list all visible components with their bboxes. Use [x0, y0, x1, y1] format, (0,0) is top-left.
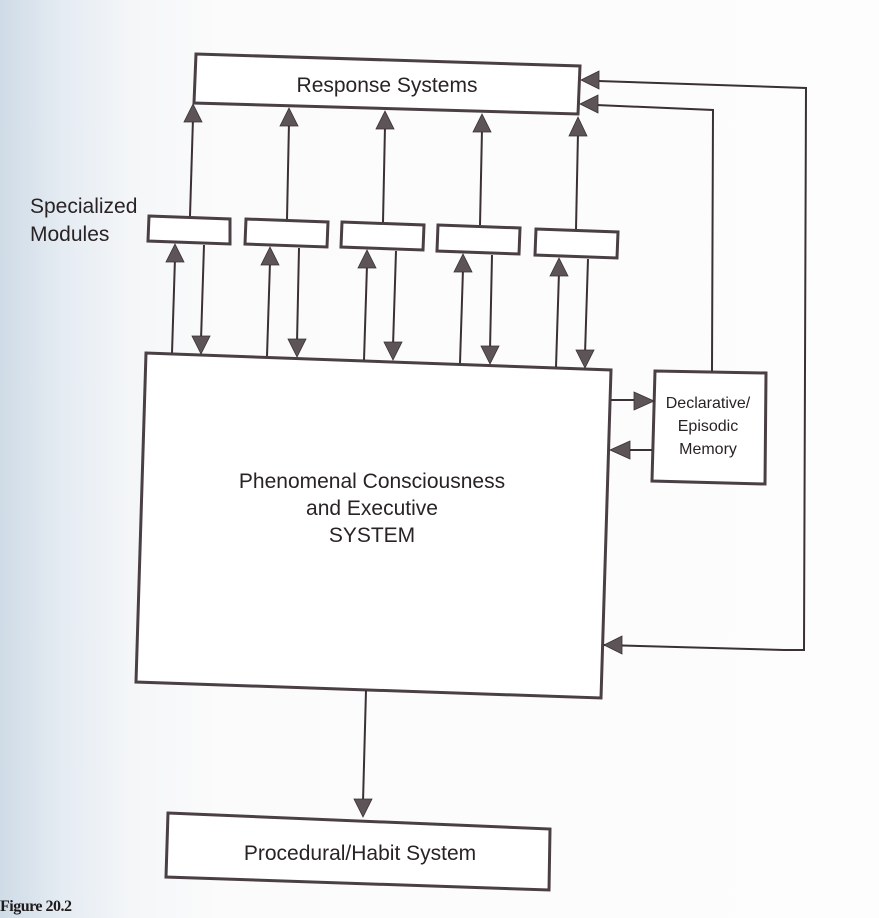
arrow-module-1-to-core [200, 244, 205, 341]
arrow-module-5-to-core [584, 258, 589, 355]
core-system-label-line2: and Executive [306, 497, 438, 520]
arrowhead-up-icon [165, 243, 185, 263]
arrow-module-1-up [189, 117, 194, 217]
module-box-4 [435, 223, 522, 256]
arrow-module-4-to-core [489, 254, 493, 351]
arrowhead-left-icon [579, 94, 599, 114]
arrowhead-right-icon [633, 391, 655, 411]
arrowhead-up-icon [279, 107, 299, 127]
arrow-module-4-up [479, 128, 483, 226]
arrow-core-to-module-3 [363, 264, 368, 361]
core-to-procedural-arrow [353, 689, 373, 818]
arrowhead-up-icon [375, 110, 395, 130]
procedural-system-box [164, 811, 552, 892]
arrowhead-up-icon [357, 249, 377, 269]
memory-label-line2: Episodic [678, 418, 738, 435]
arrowhead-up-icon [183, 103, 203, 123]
arrowhead-left-icon [609, 440, 631, 460]
arrow-module-2-to-core [296, 247, 300, 344]
module-to-response-arrows [183, 103, 588, 230]
memory-label-line3: Memory [679, 441, 737, 458]
core-system-label-line1: Phenomenal Consciousness [239, 470, 505, 493]
arrowhead-down-icon [353, 798, 373, 818]
arrow-core-to-module-2 [266, 261, 271, 357]
arrowhead-down-icon [191, 335, 211, 355]
response-systems-box [192, 52, 582, 116]
figure-caption: Figure 20.2 [0, 898, 72, 915]
memory-node: Declarative/ Episodic Memory [650, 369, 768, 486]
arrowhead-up-icon [453, 253, 473, 273]
arrowhead-down-icon [383, 341, 403, 361]
arrowhead-up-icon [260, 246, 280, 266]
response-systems-label: Response Systems [297, 74, 478, 97]
procedural-system-label: Procedural/Habit System [244, 842, 476, 865]
memory-label-line1: Declarative/ [666, 395, 751, 412]
arrow-core-to-module-4 [459, 268, 464, 364]
arrow-module-3-to-core [392, 250, 397, 347]
arrowhead-left-icon [603, 635, 623, 655]
specialized-modules-label: Specialized Modules [30, 195, 137, 246]
module-box-1 [146, 214, 232, 246]
arrow-core-to-module-1 [171, 257, 176, 354]
arrow-memory-to-response [595, 104, 715, 372]
memory-box [650, 369, 768, 486]
arrow-module-5-up [575, 131, 579, 230]
specialized-modules-label-line1: Specialized [30, 195, 137, 218]
core-system-node: Phenomenal Consciousness and Executive S… [134, 351, 613, 700]
module-boxes [146, 214, 620, 260]
arrow-module-2-up [286, 121, 290, 220]
memory-to-response-arrow [579, 94, 715, 372]
core-to-response-arrow [580, 70, 808, 655]
procedural-system-node: Procedural/Habit System [164, 811, 552, 892]
core-module-arrows [165, 243, 595, 369]
response-systems-node: Response Systems [192, 52, 582, 116]
core-system-box [134, 351, 613, 700]
core-system-label-line3: SYSTEM [329, 524, 415, 547]
core-memory-arrows [609, 391, 655, 460]
arrow-core-to-response [597, 80, 808, 651]
arrow-core-to-procedural [362, 689, 367, 803]
arrowhead-up-icon [549, 257, 569, 277]
arrowhead-up-icon [568, 116, 588, 137]
arrow-module-3-up [382, 125, 386, 223]
specialized-modules-label-line2: Modules [30, 223, 109, 246]
module-box-3 [339, 220, 426, 252]
arrow-core-to-module-5 [555, 271, 560, 368]
arrowhead-down-icon [287, 338, 307, 358]
module-box-2 [243, 217, 330, 249]
arrowhead-down-icon [480, 345, 500, 365]
arrowhead-up-icon [472, 113, 492, 133]
module-box-5 [533, 227, 620, 260]
arrowhead-down-icon [575, 349, 595, 369]
arrowhead-left-icon [580, 70, 600, 90]
